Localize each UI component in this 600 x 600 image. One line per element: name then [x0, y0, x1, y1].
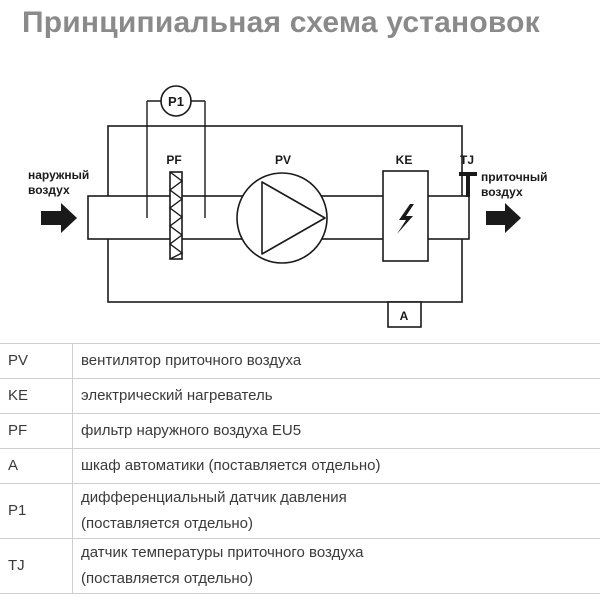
ke-label: KE	[396, 153, 413, 167]
inlet-arrow-icon	[41, 203, 77, 233]
legend-description-line: шкаф автоматики (поставляется отдельно)	[81, 457, 381, 474]
outlet-label-line2: воздух	[481, 185, 523, 199]
legend-description-line: фильтр наружного воздуха EU5	[81, 422, 302, 439]
pf-filter	[168, 171, 184, 260]
p1-label: P1	[168, 94, 184, 109]
legend-code: KE	[0, 378, 73, 414]
legend-code: PV	[0, 343, 73, 379]
legend-description: фильтр наружного воздуха EU5	[72, 413, 600, 449]
legend-description: электрический нагреватель	[72, 378, 600, 414]
pv-label: PV	[275, 153, 291, 167]
legend-row: TJ датчик температуры приточного воздуха…	[0, 538, 600, 594]
legend-description-line: датчик температуры приточного воздуха	[81, 544, 364, 561]
page-title: Принципиальная схема установок	[22, 6, 540, 39]
legend-description: вентилятор приточного воздуха	[72, 343, 600, 379]
legend-description: шкаф автоматики (поставляется отдельно)	[72, 448, 600, 484]
legend-row: P1 дифференциальный датчик давления (пос…	[0, 483, 600, 539]
tj-sensor	[459, 172, 477, 197]
inlet-label-line2: воздух	[28, 183, 70, 197]
legend-row: A шкаф автоматики (поставляется отдельно…	[0, 448, 600, 484]
outlet-arrow-icon	[486, 203, 521, 233]
outlet-label-line1: приточный	[481, 170, 548, 184]
legend-description-line: дифференциальный датчик давления	[81, 489, 347, 506]
legend-description-line: вентилятор приточного воздуха	[81, 352, 302, 369]
legend-table: PV вентилятор приточного воздуха KE элек…	[0, 343, 600, 594]
legend-code: TJ	[0, 538, 73, 594]
tj-label: TJ	[460, 153, 474, 167]
legend-row: PV вентилятор приточного воздуха	[0, 343, 600, 379]
legend-description: дифференциальный датчик давления (постав…	[72, 483, 600, 539]
inlet-label-line1: наружный	[28, 168, 89, 182]
legend-description: датчик температуры приточного воздуха (п…	[72, 538, 600, 594]
legend-description-line: (поставляется отдельно)	[81, 515, 254, 532]
p1-sensor	[160, 85, 192, 117]
pv-fan	[236, 172, 328, 264]
legend-code: P1	[0, 483, 73, 539]
legend-code: PF	[0, 413, 73, 449]
legend-row: PF фильтр наружного воздуха EU5	[0, 413, 600, 449]
pv-fan-arrow	[261, 181, 326, 255]
lightning-icon	[397, 204, 414, 234]
legend-description-line: электрический нагреватель	[81, 387, 273, 404]
pf-label: PF	[166, 153, 181, 167]
legend-description-line: (поставляется отдельно)	[81, 570, 254, 587]
a-cabinet	[387, 301, 422, 328]
legend-code: A	[0, 448, 73, 484]
a-label: A	[400, 309, 409, 323]
installation-schematic: P1 PF PV KE TJ A наружный воздух приточн…	[28, 85, 548, 328]
legend-row: KE электрический нагреватель	[0, 378, 600, 414]
